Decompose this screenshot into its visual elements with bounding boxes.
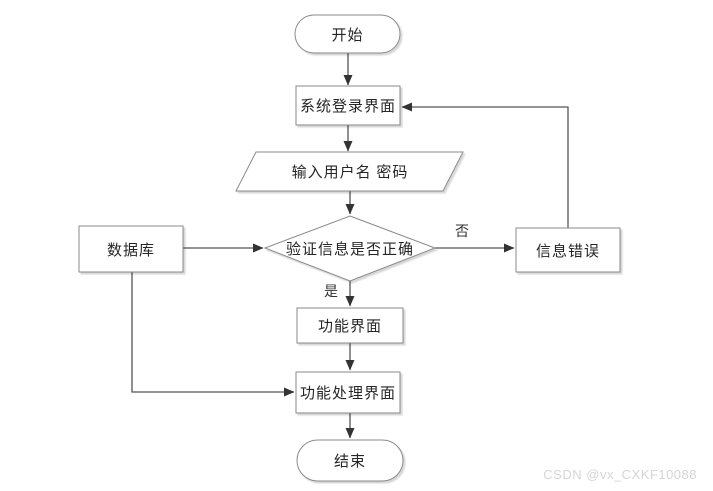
login-process-shape	[295, 85, 401, 126]
edge-database-to-process	[131, 272, 295, 397]
error-process-shape	[515, 227, 621, 273]
edge-error-back-to-login	[401, 102, 569, 228]
end-terminator-shape	[296, 439, 404, 482]
database-process-shape	[78, 225, 184, 273]
start-terminator-shape	[294, 14, 401, 54]
process-process-shape	[295, 371, 401, 414]
csdn-watermark: CSDN @vx_CXKF10088	[543, 467, 697, 482]
input-io-parallelogram-shape	[235, 151, 464, 192]
function-process-shape	[296, 307, 404, 344]
verify-decision-diamond-shape	[263, 215, 437, 282]
